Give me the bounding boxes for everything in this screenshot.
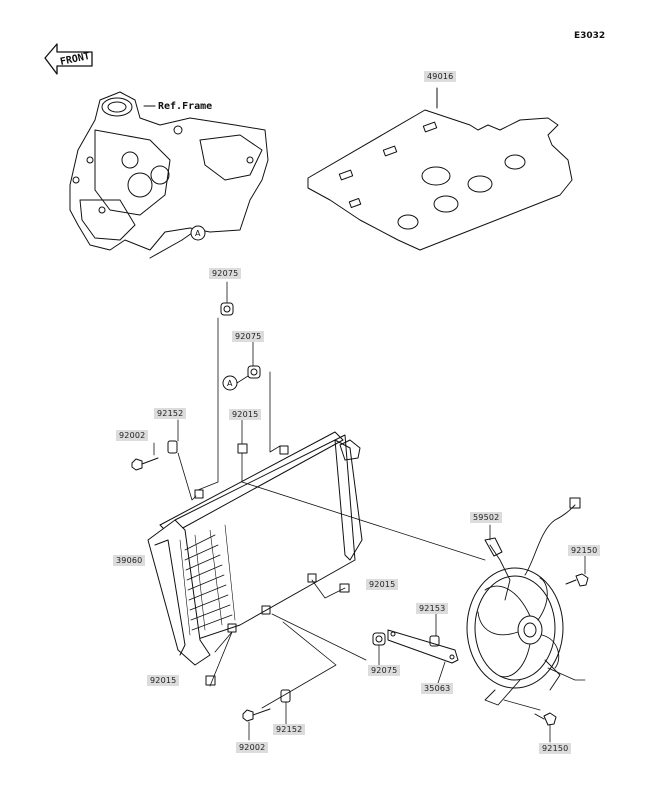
part-label-92015-mid[interactable]: 92015 [366, 579, 399, 590]
ref-marker-a-frame: A [190, 225, 206, 241]
part-label-92152-top[interactable]: 92152 [154, 408, 187, 419]
part-label-92152-bot[interactable]: 92152 [273, 724, 306, 735]
part-49016-plate [307, 87, 573, 251]
part-label-92075-bot[interactable]: 92075 [368, 665, 401, 676]
part-label-49016[interactable]: 49016 [424, 71, 457, 82]
frame-outline [69, 91, 269, 259]
part-label-92150-top[interactable]: 92150 [568, 545, 601, 556]
part-label-59502[interactable]: 59502 [470, 512, 503, 523]
part-label-35063[interactable]: 35063 [421, 683, 454, 694]
svg-text:A: A [195, 229, 201, 238]
part-59502-fan [466, 497, 581, 706]
part-label-39060[interactable]: 39060 [113, 555, 146, 566]
part-label-92075-top[interactable]: 92075 [209, 268, 242, 279]
ref-frame-label: Ref.Frame [158, 101, 213, 112]
part-label-92075-mid[interactable]: 92075 [232, 331, 265, 342]
svg-text:A: A [227, 379, 233, 388]
hardware-parts [131, 302, 589, 726]
part-39060-radiator [147, 431, 363, 666]
part-label-92015-bot[interactable]: 92015 [147, 675, 180, 686]
part-label-92015-top[interactable]: 92015 [229, 409, 262, 420]
front-arrow-icon: FRONT [44, 43, 93, 75]
part-label-92153[interactable]: 92153 [416, 603, 449, 614]
part-label-92002-top[interactable]: 92002 [116, 430, 149, 441]
leader-lines [153, 281, 586, 743]
diagram-code: E3032 [574, 31, 606, 41]
ref-marker-a-radiator: A [222, 375, 249, 391]
part-label-92002-bot[interactable]: 92002 [236, 742, 269, 753]
part-label-92150-bot[interactable]: 92150 [539, 743, 572, 754]
part-35063-bracket [387, 629, 459, 664]
